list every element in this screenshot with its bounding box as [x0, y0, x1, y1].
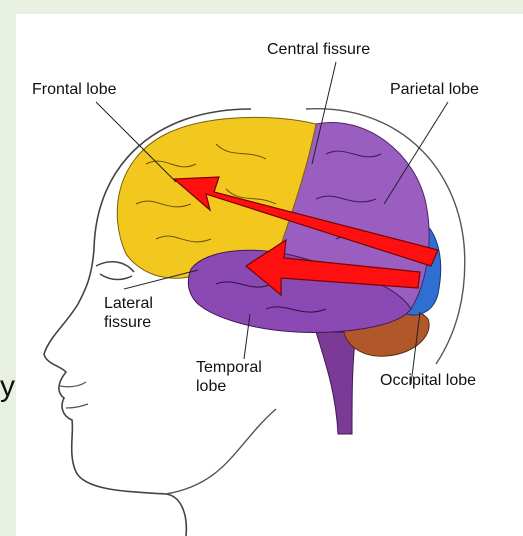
label-frontal-lobe: Frontal lobe — [32, 80, 117, 99]
brain-diagram-panel: Central fissure Frontal lobe Parietal lo… — [16, 14, 523, 536]
label-lateral-fissure: Lateral fissure — [104, 294, 153, 332]
eye-outline — [96, 262, 134, 280]
slide-text-fragment: y — [0, 370, 15, 404]
brainstem — [316, 332, 356, 434]
label-occipital-lobe: Occipital lobe — [380, 371, 476, 390]
label-parietal-lobe: Parietal lobe — [390, 80, 479, 99]
face-detail — [60, 382, 88, 408]
label-central-fissure: Central fissure — [267, 40, 370, 59]
label-temporal-lobe: Temporal lobe — [196, 358, 262, 396]
